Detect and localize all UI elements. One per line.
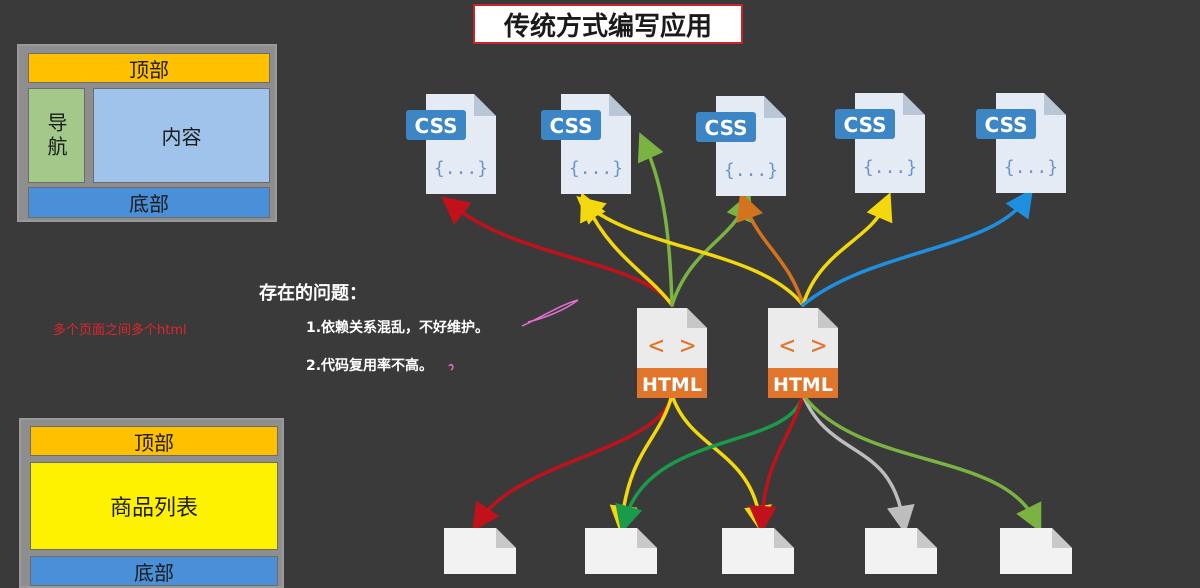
layout-top-block: 顶部 <box>28 53 270 83</box>
css-file-label: CSS <box>985 113 1028 137</box>
layout-nav-label: 导航 <box>44 111 68 160</box>
css-file-icon: CSS {...} <box>541 94 631 194</box>
handwritten-note: 多个页面之间多个html <box>53 323 187 338</box>
layout-bottom-block: 底部 <box>28 187 270 218</box>
page-file-icon <box>585 528 657 574</box>
page-file-icon <box>1000 528 1072 574</box>
css-file-body: {...} <box>724 160 778 181</box>
css-file-icon: CSS {...} <box>406 94 496 194</box>
arrow-html2-css4 <box>801 192 893 307</box>
arrow-html1-css1 <box>441 196 674 307</box>
css-file-body: {...} <box>569 158 623 179</box>
css-file-body: {...} <box>434 158 488 179</box>
page-file-icon <box>865 528 937 574</box>
arrow-html2-page5 <box>801 393 1042 533</box>
arrow-html2-page2 <box>615 393 805 534</box>
pen-dot <box>448 363 454 371</box>
arrow-html1-css2-green <box>637 132 674 307</box>
css-file-body: {...} <box>1004 157 1058 178</box>
css-file-body: {...} <box>863 157 917 178</box>
html-file-label: HTML <box>642 374 702 396</box>
css-file-icon: CSS {...} <box>835 93 925 193</box>
layout-top-label: 顶部 <box>129 57 169 82</box>
arrow-html1-css2-yellow <box>580 192 674 307</box>
html-file-label: HTML <box>773 374 833 396</box>
dependency-diagram: CSS {...} CSS {...} CSS {...} CSS {...} CSS {...}… <box>406 93 1072 574</box>
layout-nav-block: 导航 <box>28 88 85 183</box>
css-file-label: CSS <box>844 113 887 137</box>
layout2-top-block: 顶部 <box>30 426 278 456</box>
arrow-html2-page3 <box>748 393 805 534</box>
layout-content-block: 内容 <box>93 88 270 183</box>
arrow-html1-page2 <box>609 393 674 534</box>
arrow-html2-css3 <box>736 191 805 307</box>
issues-heading: 存在的问题： <box>259 283 367 304</box>
layout2-list-label: 商品列表 <box>109 496 198 521</box>
layout-bottom-label: 底部 <box>129 192 169 216</box>
arrow-html1-page3 <box>670 393 772 534</box>
css-file-label: CSS <box>550 114 593 138</box>
arrow-html1-page1 <box>472 393 674 532</box>
issue-item-1: 1.依赖关系混乱，不好维护。 <box>306 320 490 336</box>
issue-item-2: 2.代码复用率不高。 <box>306 358 434 374</box>
page-file-icon <box>722 528 794 574</box>
page-title-text: 传统方式编写应用 <box>503 11 712 42</box>
arrow-html2-css2 <box>576 195 805 307</box>
arrow-html2-css5 <box>801 188 1034 307</box>
css-file-label: CSS <box>705 116 748 140</box>
html-code-glyph: < > <box>649 331 696 361</box>
css-file-label: CSS <box>415 114 458 138</box>
html-file-icon: < > HTML <box>768 308 838 398</box>
layout-content-label: 内容 <box>161 125 202 149</box>
html-file-icon: < > HTML <box>637 308 707 398</box>
pen-scribble <box>521 299 579 327</box>
css-file-icon: CSS {...} <box>696 96 786 196</box>
layout2-top-label: 顶部 <box>134 430 174 455</box>
page-title: 传统方式编写应用 <box>473 4 743 44</box>
css-file-icon: CSS {...} <box>976 93 1066 193</box>
layout-diagram-top: 顶部 导航 内容 底部 <box>17 44 277 222</box>
html-code-glyph: < > <box>780 331 827 361</box>
arrow-html2-page4 <box>801 393 915 534</box>
page-file-icon <box>444 528 516 574</box>
layout2-list-block: 商品列表 <box>30 462 278 550</box>
